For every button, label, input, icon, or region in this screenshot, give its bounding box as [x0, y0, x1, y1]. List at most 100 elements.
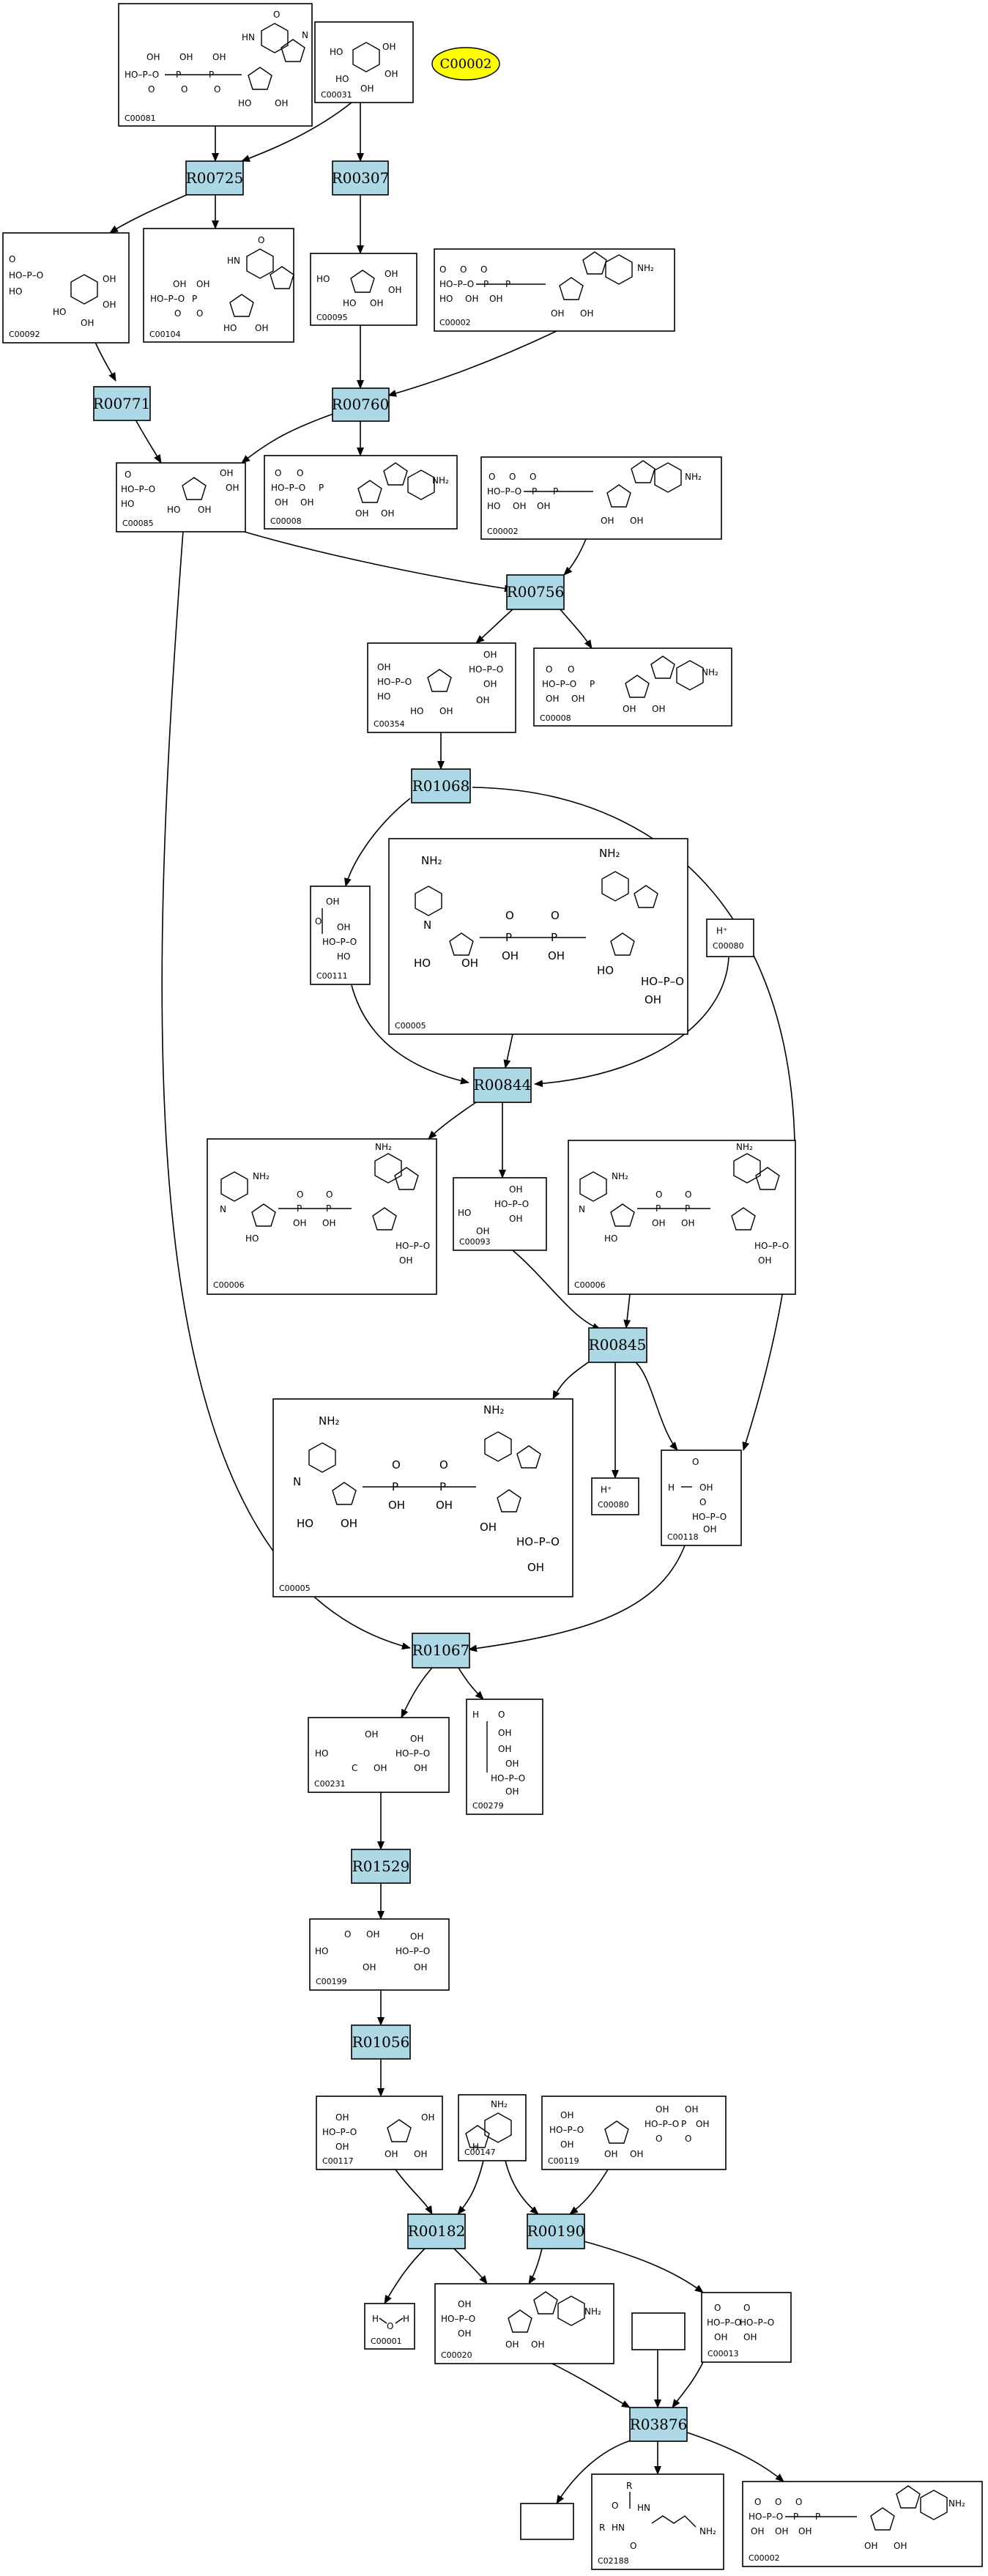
- compound-c00002-b[interactable]: O O O HO–P–O P P HO OH OH NH₂ OH OH C000…: [480, 456, 722, 540]
- svg-text:NH₂: NH₂: [948, 2498, 965, 2509]
- compound-id: C00111: [316, 971, 348, 981]
- reaction-r00756[interactable]: R00756: [506, 574, 565, 610]
- compound-box: [143, 228, 294, 343]
- edge-c00147-r00190: [505, 2160, 539, 2215]
- c00008-structure-icon: O O HO–P–O P OH OH NH₂ OH OH: [271, 462, 449, 519]
- compound-box: [118, 3, 313, 127]
- compound-c00008[interactable]: O O HO–P–O P OH OH NH₂ OH OH C00008: [264, 455, 458, 530]
- edge-c00118-r01067: [468, 1545, 686, 1652]
- compound-c02188[interactable]: R O HN R HN NH₂ O C02188: [591, 2473, 724, 2570]
- svg-text:HO–P–O: HO–P–O: [692, 1512, 727, 1522]
- c00002-b-structure-icon: O O O HO–P–O P P HO OH OH NH₂ OH OH: [487, 460, 702, 526]
- svg-text:OH: OH: [366, 1929, 379, 1940]
- reaction-r00760[interactable]: R00760: [332, 387, 390, 422]
- svg-text:O: O: [630, 2541, 636, 2551]
- svg-text:HO–P–O: HO–P–O: [542, 679, 576, 689]
- svg-text:O: O: [439, 264, 446, 275]
- compound-c00231[interactable]: OH OH HO HO–P–O C OH OH C00231: [308, 1717, 450, 1793]
- compound-c00020[interactable]: OH HO–P–O OH NH₂ OH OH C00020: [434, 2283, 614, 2364]
- edge-c00020-r03876: [549, 2361, 631, 2408]
- compound-id: C00119: [548, 2156, 579, 2166]
- compound-c00006[interactable]: NH₂ N P P O O OH OH NH₂ HO–P–O OH HO C00…: [207, 1138, 437, 1295]
- reaction-r01056[interactable]: R01056: [351, 2024, 411, 2060]
- compound-c00001[interactable]: H O H C00001: [364, 2303, 415, 2350]
- highlight-compound-tag[interactable]: C00002: [431, 47, 500, 81]
- compound-box: [309, 1918, 450, 1991]
- compound-c00117[interactable]: OH HO–P–O OH OH OH OH C00117: [316, 2096, 443, 2170]
- reaction-box: [407, 2213, 466, 2249]
- svg-text:O: O: [685, 2134, 691, 2144]
- compound-c00080[interactable]: H⁺ C00080: [706, 918, 754, 957]
- compound-unknown-empty-b[interactable]: [520, 2503, 574, 2540]
- compound-c00080-b[interactable]: H⁺ C00080: [591, 1477, 639, 1515]
- compound-c00092[interactable]: O HO–P–O HO OH HO OH OH C00092: [2, 232, 130, 344]
- svg-text:P: P: [297, 1203, 302, 1214]
- compound-box: [264, 455, 458, 530]
- compound-c00081[interactable]: OH OH OH HO–P–O P P O O O O HN N HO OH C…: [118, 3, 313, 127]
- compound-c00002[interactable]: O O O HO–P–O P P HO OH OH NH₂ OH OH C000…: [434, 248, 675, 332]
- compound-c00119[interactable]: OH HO–P–O OH OH OH HO–P–O P OH O O OH OH…: [541, 2096, 727, 2170]
- svg-text:O: O: [273, 10, 280, 20]
- compound-c00005-b[interactable]: NH₂ N HO OH O O P P OH OH NH₂ OH HO–P–O …: [272, 1398, 573, 1597]
- c00354-structure-icon: OH HO–P–O HO OH HO–P–O OH HO OH OH: [377, 650, 503, 716]
- svg-text:OH: OH: [476, 695, 489, 705]
- compound-c00031[interactable]: HO OH HO OH OH C00031: [314, 21, 414, 103]
- compound-id: C00279: [472, 1801, 504, 1811]
- compound-c00147[interactable]: NH₂ H C00147: [458, 2094, 527, 2161]
- compound-c00008-b[interactable]: O O HO–P–O P OH OH NH₂ OH OH C00008: [533, 647, 732, 727]
- compound-c00093[interactable]: OH HO–P–O OH HO OH C00093: [453, 1177, 547, 1251]
- compound-c00199[interactable]: O OH OH HO HO–P–O OH OH C00199: [309, 1918, 450, 1991]
- compound-c00118[interactable]: O H OH O HO–P–O OH C00118: [661, 1450, 742, 1546]
- reaction-r00182[interactable]: R00182: [407, 2213, 466, 2249]
- compound-c00354[interactable]: OH HO–P–O HO OH HO–P–O OH HO OH OH C0035…: [367, 642, 516, 733]
- svg-text:HN: HN: [242, 32, 255, 42]
- reaction-r00845[interactable]: R00845: [588, 1327, 647, 1363]
- svg-text:P: P: [176, 70, 181, 80]
- reaction-r03876[interactable]: R03876: [629, 2407, 688, 2442]
- compound-id: C00020: [441, 2350, 472, 2360]
- compound-box: [207, 1138, 437, 1295]
- svg-text:HO: HO: [439, 294, 453, 304]
- c00081-structure-icon: OH OH OH HO–P–O P P O O O O HN N HO OH: [125, 10, 308, 108]
- svg-text:OH: OH: [604, 2149, 617, 2159]
- svg-text:OH: OH: [179, 52, 193, 62]
- svg-text:O: O: [387, 2321, 393, 2331]
- reaction-r00190[interactable]: R00190: [527, 2213, 585, 2249]
- reaction-r00844[interactable]: R00844: [473, 1067, 532, 1103]
- svg-text:HO–P–O: HO–P–O: [487, 486, 521, 497]
- reaction-r01068[interactable]: R01068: [411, 768, 471, 803]
- svg-text:OH: OH: [775, 2526, 788, 2536]
- compound-box: [364, 2303, 415, 2350]
- svg-text:HO–P–O: HO–P–O: [707, 2317, 741, 2328]
- c00092-structure-icon: O HO–P–O HO OH HO OH OH: [9, 254, 116, 328]
- compound-c00111[interactable]: OH O OH HO–P–O HO C00111: [310, 886, 371, 985]
- compound-c00013[interactable]: O O HO–P–O HO–P–O OH OH C00013: [701, 2292, 792, 2363]
- svg-text:NH₂: NH₂: [699, 2526, 716, 2536]
- reaction-r00725[interactable]: R00725: [185, 160, 244, 196]
- compound-c00095[interactable]: HO OH OH HO OH C00095: [310, 253, 417, 326]
- compound-unknown-empty[interactable]: [631, 2312, 686, 2350]
- svg-text:O: O: [196, 308, 203, 319]
- compound-c00006-b[interactable]: NH₂ N P P O O OH OH NH₂ HO–P–O OH HO C00…: [568, 1140, 796, 1295]
- svg-text:OH: OH: [505, 2339, 519, 2350]
- svg-text:O: O: [498, 1710, 505, 1720]
- svg-text:OH: OH: [341, 1517, 357, 1530]
- svg-text:HO–P–O: HO–P–O: [441, 2314, 475, 2324]
- edge-c00005-r00844: [503, 1033, 513, 1069]
- reaction-r01529[interactable]: R01529: [351, 1849, 411, 1884]
- svg-text:HO: HO: [343, 298, 356, 308]
- svg-text:HO: HO: [297, 1517, 313, 1530]
- compound-c00279[interactable]: H O OH OH OH HO–P–O OH C00279: [466, 1699, 543, 1815]
- compound-c00002-c[interactable]: O O O HO–P–O P P OH OH OH NH₂ OH OH C000…: [742, 2481, 983, 2567]
- svg-text:HO–P–O: HO–P–O: [377, 677, 412, 687]
- reaction-r01067[interactable]: R01067: [412, 1633, 470, 1669]
- compound-box: [2, 232, 130, 344]
- svg-text:OH: OH: [551, 308, 564, 319]
- reaction-r00307[interactable]: R00307: [332, 160, 390, 196]
- reaction-r00771[interactable]: R00771: [93, 386, 151, 421]
- c00005-structure-icon: NH₂ N HO OH O O P P OH OH NH₂ HO HO–P–O …: [414, 847, 684, 1006]
- compound-c00005[interactable]: NH₂ N HO OH O O P P OH OH NH₂ HO HO–P–O …: [388, 838, 688, 1035]
- compound-c00104[interactable]: OH OH HO–P–O P O O O HN HO OH C00104: [143, 228, 294, 343]
- compound-c00085[interactable]: O HO–P–O HO OH OH HO OH C00085: [116, 462, 246, 532]
- svg-text:HO: HO: [9, 286, 22, 297]
